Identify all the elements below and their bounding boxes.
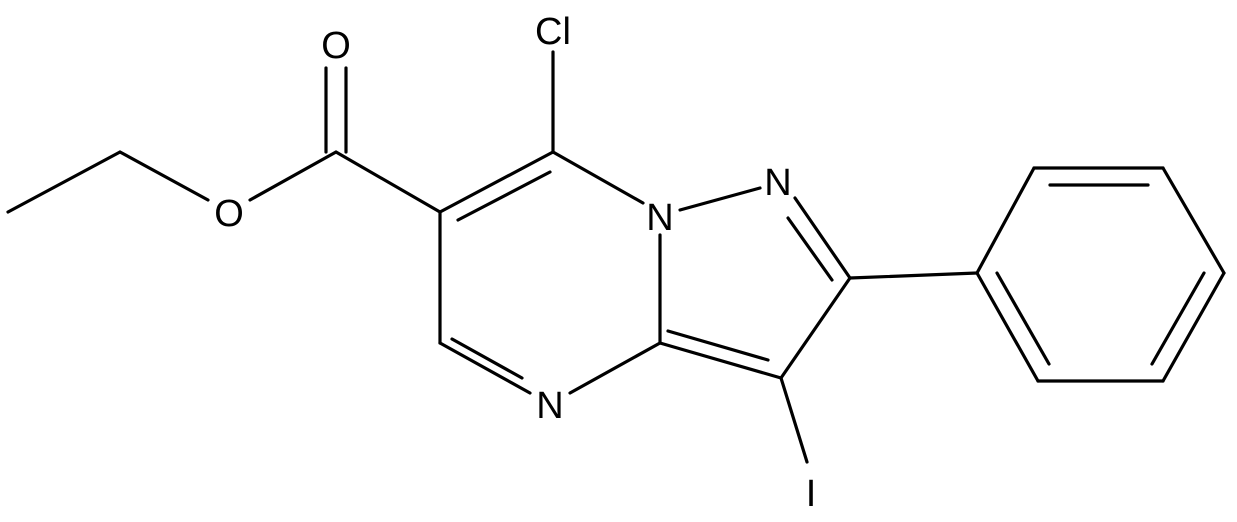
bond-group	[6, 50, 1226, 464]
bond-phenyl-4	[1161, 271, 1226, 383]
bond-c3-c3a	[658, 341, 783, 380]
bond-ch2-o-ester	[118, 150, 210, 202]
atom-nitrogen-bridge: N	[646, 197, 673, 239]
bond-nbridge-npyrazole	[678, 186, 762, 212]
bond-phenyl-1	[975, 166, 1036, 275]
atom-chlorine: Cl	[535, 11, 571, 53]
bond-ch3-ch2	[6, 150, 122, 214]
bond-o-ester-carbonyl-c	[248, 150, 338, 202]
bond-npyrazole-c2	[793, 196, 852, 280]
bond-phenyl-4-inner	[1150, 271, 1206, 366]
atom-label-group: Cl O O N N N I	[214, 11, 816, 515]
bond-c3a-n4	[568, 341, 662, 395]
bond-c3-c3a-inner	[666, 329, 770, 362]
bond-c6-c7	[438, 150, 555, 214]
atom-nitrogen-pyrazole: N	[764, 162, 791, 204]
bond-c2-c3	[779, 276, 852, 380]
atom-oxygen-carbonyl: O	[321, 25, 351, 67]
bond-c7-nbridge	[551, 150, 645, 205]
bond-phenyl-6	[975, 271, 1040, 383]
bond-carbonyl-c6	[334, 150, 442, 214]
atom-nitrogen-pyrimidine: N	[536, 385, 563, 427]
atom-oxygen-ester: O	[214, 193, 244, 235]
atom-iodine: I	[806, 473, 817, 515]
bond-phenyl-3	[1161, 166, 1226, 275]
bond-n4-c5-inner	[450, 337, 524, 380]
bond-phenyl-6-inner	[995, 271, 1051, 366]
bond-c3-iodine	[779, 376, 809, 464]
bond-c6-c7-inner	[456, 170, 552, 222]
bond-n4-c5	[438, 341, 532, 395]
bond-c2-phenyl	[848, 271, 979, 280]
bond-npyrazole-c2-inner	[786, 216, 834, 282]
